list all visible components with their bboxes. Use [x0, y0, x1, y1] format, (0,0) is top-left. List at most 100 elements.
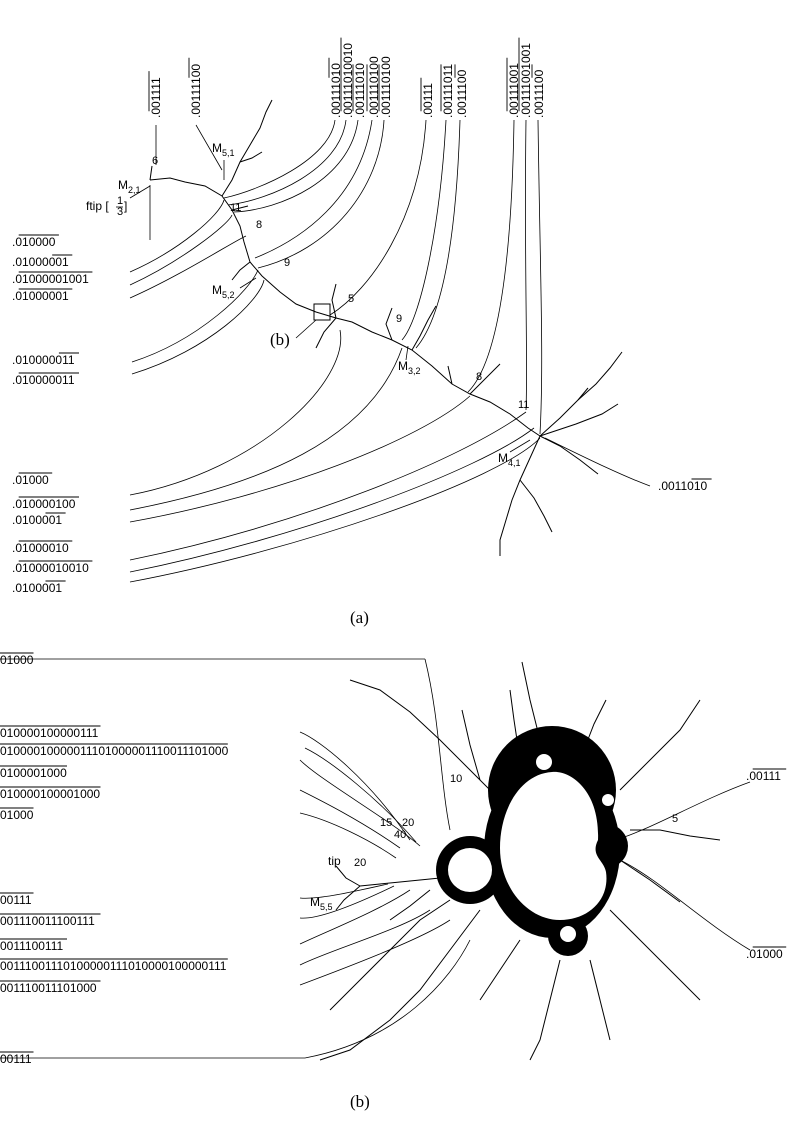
left-label-a: .01000001 — [12, 288, 73, 303]
left-label-b: 01000 — [0, 807, 34, 822]
svg-text:.00111010010: .00111010010 — [341, 43, 355, 118]
node-label-m55: M5,5 — [310, 895, 333, 912]
svg-text:.00111010: .00111010 — [353, 63, 367, 118]
right-label-b: .01000 — [746, 946, 787, 961]
filaments-b — [319, 661, 721, 1061]
node-label-m32: M3,2 — [398, 359, 421, 376]
top-label-a: .001111 — [148, 71, 163, 118]
period-label: 8 — [256, 219, 262, 231]
top-label-a: .00111001 — [506, 57, 521, 118]
left-label-a: .01000001001 — [12, 271, 93, 286]
left-labels-a: .010000 .01000001 .01000001001 .01000001 .01… — [12, 234, 93, 595]
period-label: 20 — [402, 817, 414, 829]
svg-text:0011100111: 0011100111 — [0, 939, 64, 953]
top-label-a: .00111100 — [188, 57, 203, 118]
left-label-a: .010000011 — [12, 352, 79, 367]
period-label: 11 — [230, 202, 241, 214]
left-label-b: 0011100111 — [0, 938, 67, 953]
inset-box — [313, 303, 331, 321]
period-label: 9 — [284, 257, 290, 269]
svg-text:.01000010: .01000010 — [12, 541, 69, 555]
left-label-b: 01000010000011101000001110011101000 — [0, 743, 229, 758]
period-label: 15 — [380, 817, 392, 829]
period-label: 10 — [450, 773, 462, 785]
svg-text:01000: 01000 — [0, 808, 34, 822]
ftip-label: ftip [ 1 3 ] — [86, 195, 127, 218]
period-label: 5 — [348, 293, 354, 305]
left-labels-b: 0100001000010000011101000010000011101000… — [0, 652, 229, 1066]
panel-b: M5,5 tip 10 15 20 40 20 5 01000010000100… — [0, 652, 787, 1111]
svg-text:.00111001001: .00111001001 — [519, 43, 533, 118]
node-label-m41: M4,1 — [498, 451, 521, 468]
top-labels-a: .001111.00111100.00111010.00111010010.00… — [148, 37, 546, 118]
left-label-a: .01000010010 — [12, 560, 93, 575]
top-label-a: .00111010 — [352, 63, 367, 118]
svg-text:.01000001: .01000001 — [12, 255, 69, 269]
svg-text:.0100001: .0100001 — [12, 581, 62, 595]
svg-text:001110011100111: 001110011100111 — [0, 914, 95, 928]
node-label-m52: M5,2 — [212, 283, 235, 300]
svg-text:.01000001: .01000001 — [12, 289, 69, 303]
top-label-a: .001110100 — [366, 56, 381, 118]
right-label-b: .00111 — [746, 768, 787, 783]
top-label-a: .00111 — [420, 77, 435, 118]
svg-text:.001110100: .001110100 — [367, 56, 381, 118]
svg-text:.0011100: .0011100 — [455, 69, 469, 118]
svg-text:.010000: .010000 — [12, 235, 56, 249]
right-label-a: .0011010 — [658, 478, 712, 493]
top-label-a: .0011100 — [531, 64, 546, 118]
svg-text:.010000011: .010000011 — [12, 373, 75, 387]
period-label: 20 — [354, 857, 366, 869]
top-label-a: .00111001001 — [518, 37, 533, 118]
svg-text:.01000: .01000 — [746, 947, 783, 961]
inset-pointer — [295, 319, 317, 339]
panel-a: M2,1 ftip [ 1 3 ] M5,1 M5,2 M3,2 M4,1 (b… — [12, 37, 712, 627]
svg-text:1: 1 — [117, 195, 123, 207]
right-labels-b: .00111 .01000 — [746, 768, 787, 961]
caption-b: (b) — [350, 1092, 370, 1111]
svg-text:.00111011: .00111011 — [441, 64, 455, 118]
left-label-a: .010000100 — [12, 496, 79, 511]
left-label-b: 00111001110100000111010000100000111 — [0, 958, 228, 973]
svg-text:001110011101000001110100001000: 00111001110100000111010000100000111 — [0, 959, 227, 973]
svg-text:3: 3 — [117, 206, 123, 218]
leader-lines-b — [299, 658, 751, 1059]
left-label-b: 001110011100111 — [0, 913, 101, 928]
svg-text:.00111: .00111 — [746, 769, 781, 783]
right-labels-a: .0011010 — [658, 478, 712, 493]
left-label-a: .01000010 — [12, 540, 73, 555]
left-label-a: .01000001 — [12, 254, 73, 269]
left-label-b: 010000100000111 — [0, 725, 101, 740]
svg-text:00111: 00111 — [0, 893, 32, 907]
left-label-b: 00111 — [0, 1051, 34, 1066]
svg-text:.0011100: .0011100 — [532, 69, 546, 118]
left-label-b: 0100001000 — [0, 765, 67, 780]
top-label-a: .0011100 — [454, 64, 469, 118]
caption-a: (a) — [350, 608, 369, 627]
period-label: 9 — [396, 313, 402, 325]
left-label-a: .010000011 — [12, 372, 79, 387]
left-label-a: .01000 — [12, 472, 53, 487]
svg-text:.01000001001: .01000001001 — [12, 272, 89, 286]
arrow-m52 — [239, 277, 257, 289]
svg-text:01000: 01000 — [0, 653, 34, 667]
top-label-a: .001110100 — [378, 56, 393, 118]
svg-text:.001111: .001111 — [149, 77, 163, 118]
period-label: 6 — [152, 155, 158, 167]
arrow-m41 — [509, 439, 531, 453]
node-label-m21: M2,1 — [118, 178, 141, 195]
svg-text:.00111010: .00111010 — [329, 63, 343, 118]
svg-text:.0011010: .0011010 — [658, 479, 707, 493]
left-label-a: .010000 — [12, 234, 59, 249]
svg-text:.01000: .01000 — [12, 473, 49, 487]
svg-text:00111: 00111 — [0, 1052, 32, 1066]
period-label: 40 — [394, 829, 406, 841]
top-label-a: .00111010 — [328, 57, 343, 118]
svg-text:010000100000111: 010000100000111 — [0, 726, 99, 740]
svg-text:.00111: .00111 — [421, 83, 435, 118]
top-label-a: .00111011 — [440, 64, 455, 118]
left-label-b: 00111 — [0, 892, 34, 907]
left-label-b: 010000100001000 — [0, 786, 101, 801]
inset-label: (b) — [270, 330, 290, 349]
period-label: 8 — [476, 371, 482, 383]
